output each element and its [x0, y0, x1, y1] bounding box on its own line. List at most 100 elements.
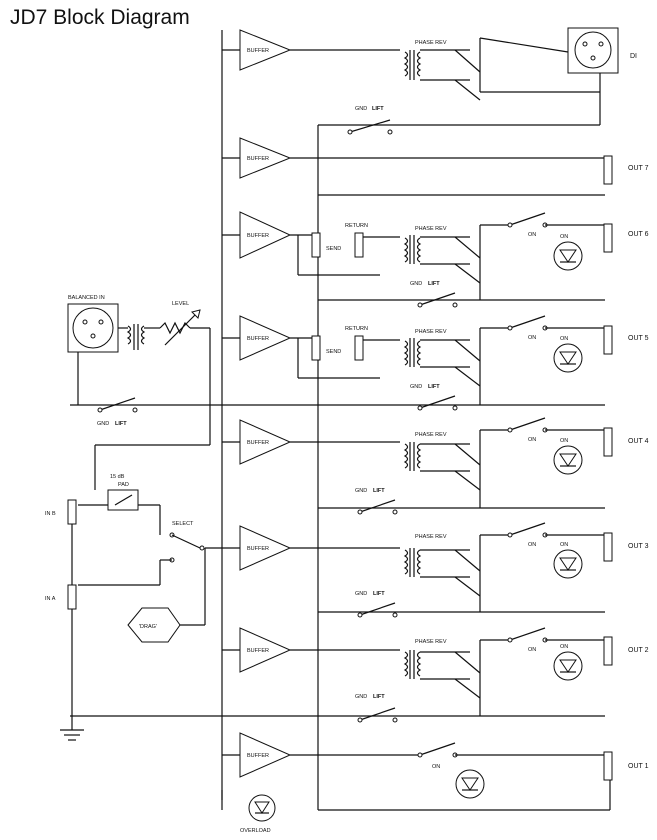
jack-icon	[603, 636, 613, 666]
gnd-label: GND	[97, 421, 109, 427]
lift-label: LIFT	[115, 421, 127, 427]
buffer-label: BUFFER	[247, 48, 269, 54]
output-label-out-6: OUT 6	[628, 231, 649, 238]
led-icon	[553, 549, 583, 579]
jack-icon	[603, 325, 613, 355]
on-label: ON	[528, 647, 536, 653]
led-icon	[553, 241, 583, 271]
on-label: ON	[528, 335, 536, 341]
lift-label: LIFT	[373, 694, 385, 700]
output-label-out-2: OUT 2	[628, 647, 649, 654]
phase-rev-label: PHASE REV	[415, 226, 447, 232]
on-label: ON	[432, 764, 440, 770]
input-jacks-section: IN B IN A	[45, 499, 84, 741]
on-switch	[509, 315, 546, 329]
return-label: RETURN	[345, 326, 368, 332]
on-switch	[509, 627, 546, 641]
buffer-label: BUFFER	[247, 440, 269, 446]
buffer-label: BUFFER	[247, 546, 269, 552]
output-label-out-7: OUT 7	[628, 165, 649, 172]
gnd-label: GND	[355, 106, 367, 112]
balanced-input-section: BALANCED IN LEVEL GND LIFT	[67, 295, 211, 490]
gnd-label: GND	[410, 384, 422, 390]
gnd-lift-switch	[359, 602, 396, 616]
buffer-triangle	[239, 627, 292, 673]
buffer-label: BUFFER	[247, 156, 269, 162]
in-b-label: IN B	[45, 511, 56, 517]
transformer-icon	[403, 442, 422, 471]
in-a-label: IN A	[45, 596, 56, 602]
channel-di: BUFFER PHASE REV GND LIFT DI	[222, 27, 637, 135]
channel-out-3: BUFFER PHASE REV ON ON GND LIFT OUT 3	[205, 522, 649, 618]
gnd-lift-switch	[419, 292, 456, 306]
led-on-label: ON	[560, 644, 568, 650]
led-on-label: ON	[560, 234, 568, 240]
gnd-lift-switch	[419, 395, 456, 409]
output-label-out-5: OUT 5	[628, 335, 649, 342]
gnd-label: GND	[355, 694, 367, 700]
overload-indicator: OVERLOAD	[221, 790, 276, 834]
gnd-lift-switch	[99, 397, 136, 411]
led-on-label: ON	[560, 336, 568, 342]
transformer-icon	[126, 324, 146, 350]
transformer-icon	[403, 548, 422, 577]
lift-label: LIFT	[372, 106, 384, 112]
on-label: ON	[528, 542, 536, 548]
phase-rev-label: PHASE REV	[415, 432, 447, 438]
phase-rev-label: PHASE REV	[415, 329, 447, 335]
buffer-triangle	[239, 525, 292, 571]
drag-connector	[127, 607, 181, 643]
output-label-out-4: OUT 4	[628, 438, 649, 445]
buffer-triangle	[239, 211, 292, 259]
buffer-label: BUFFER	[247, 336, 269, 342]
send-label: SEND	[326, 349, 341, 355]
level-potentiometer	[159, 321, 191, 335]
channel-out-7: BUFFER OUT 7	[222, 137, 649, 196]
lift-label: LIFT	[428, 384, 440, 390]
lift-label: LIFT	[373, 591, 385, 597]
gnd-lift-switch	[359, 707, 396, 721]
phase-rev-label: PHASE REV	[415, 639, 447, 645]
gnd-label: GND	[355, 488, 367, 494]
phase-rev-label: PHASE REV	[415, 534, 447, 540]
level-label: LEVEL	[172, 301, 189, 307]
channel-out-4: BUFFER PHASE REV ON ON GND LIFT OUT 4	[222, 417, 649, 515]
drag-label: 'DRAG'	[139, 624, 157, 630]
buffer-triangle	[239, 137, 292, 179]
channel-out-2: BUFFER PHASE REV ON ON GND LIFT OUT 2	[70, 627, 649, 723]
on-switch	[419, 742, 456, 756]
in-a-jack-icon	[67, 584, 77, 610]
pad-and-select-section: 15 dB PAD SELECT 'DRAG'	[78, 474, 206, 643]
send-label: SEND	[326, 246, 341, 252]
buffer-label: BUFFER	[247, 648, 269, 654]
pad-label: PAD	[118, 482, 129, 488]
output-label-out-1: OUT 1	[628, 763, 649, 770]
on-label: ON	[528, 437, 536, 443]
jack-icon	[603, 751, 613, 781]
led-icon	[553, 651, 583, 681]
led-on-label: ON	[560, 542, 568, 548]
jack-icon	[603, 427, 613, 457]
transformer-icon	[403, 50, 422, 80]
send-jack-icon	[311, 335, 321, 361]
phase-switch-lever	[454, 49, 481, 73]
buffer-triangle	[239, 419, 292, 465]
select-label: SELECT	[172, 521, 194, 527]
output-label-di: DI	[630, 53, 637, 60]
jack-icon	[603, 155, 613, 185]
jack-icon	[603, 223, 613, 253]
lift-label: LIFT	[373, 488, 385, 494]
return-label: RETURN	[345, 223, 368, 229]
return-jack-icon	[354, 335, 364, 361]
in-b-jack-icon	[67, 499, 77, 525]
pad-value-label: 15 dB	[110, 474, 125, 480]
lift-label: LIFT	[428, 281, 440, 287]
buffer-triangle	[239, 315, 292, 361]
channel-out-5: BUFFER SEND RETURN PHASE REV ON ON	[70, 315, 649, 411]
page-title: JD7 Block Diagram	[10, 6, 190, 29]
transformer-icon	[403, 338, 422, 367]
overload-label: OVERLOAD	[240, 828, 271, 834]
channel-out-6: BUFFER SEND RETURN PHASE REV ON ON	[222, 211, 649, 308]
select-switch	[171, 534, 201, 549]
